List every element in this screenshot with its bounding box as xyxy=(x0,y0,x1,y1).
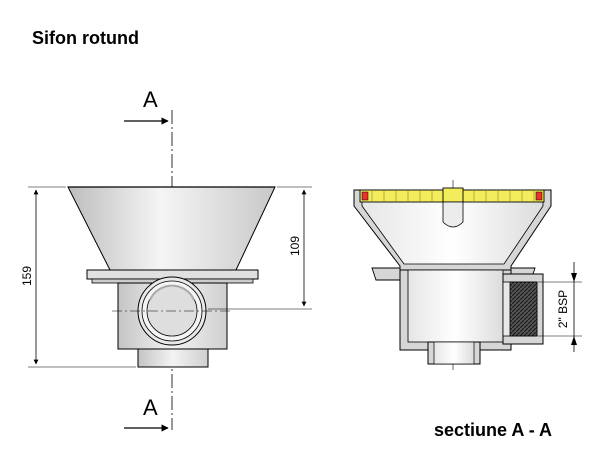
section-marker-top: A xyxy=(143,87,158,112)
section-marker-bottom: A xyxy=(143,395,158,420)
dim-159-label: 159 xyxy=(20,266,34,286)
seal-left xyxy=(361,191,369,201)
funnel-body xyxy=(67,186,276,271)
dim-109-label: 109 xyxy=(288,236,302,256)
section-body-cavity xyxy=(407,269,504,343)
bottom-spigot xyxy=(137,348,209,368)
section-spigot-bore xyxy=(433,341,475,365)
dim-bsp-label: 2" BSP xyxy=(556,290,570,328)
dim-bsp-arrow-bottom xyxy=(571,336,577,345)
drawing-title: Sifon rotund xyxy=(32,28,139,48)
dim-bsp-arrow-top xyxy=(571,273,577,282)
thread-section xyxy=(509,281,538,337)
section-lug-left xyxy=(371,267,401,281)
grate-hub xyxy=(442,187,464,203)
outlet-shade xyxy=(149,284,195,301)
section-bell xyxy=(442,201,464,228)
front-view: 159 109 A A xyxy=(20,87,312,432)
section-label: sectiune A - A xyxy=(434,420,553,440)
seal-right xyxy=(535,191,543,201)
section-view: 2" BSP xyxy=(353,180,582,372)
grate-slots xyxy=(371,191,535,201)
